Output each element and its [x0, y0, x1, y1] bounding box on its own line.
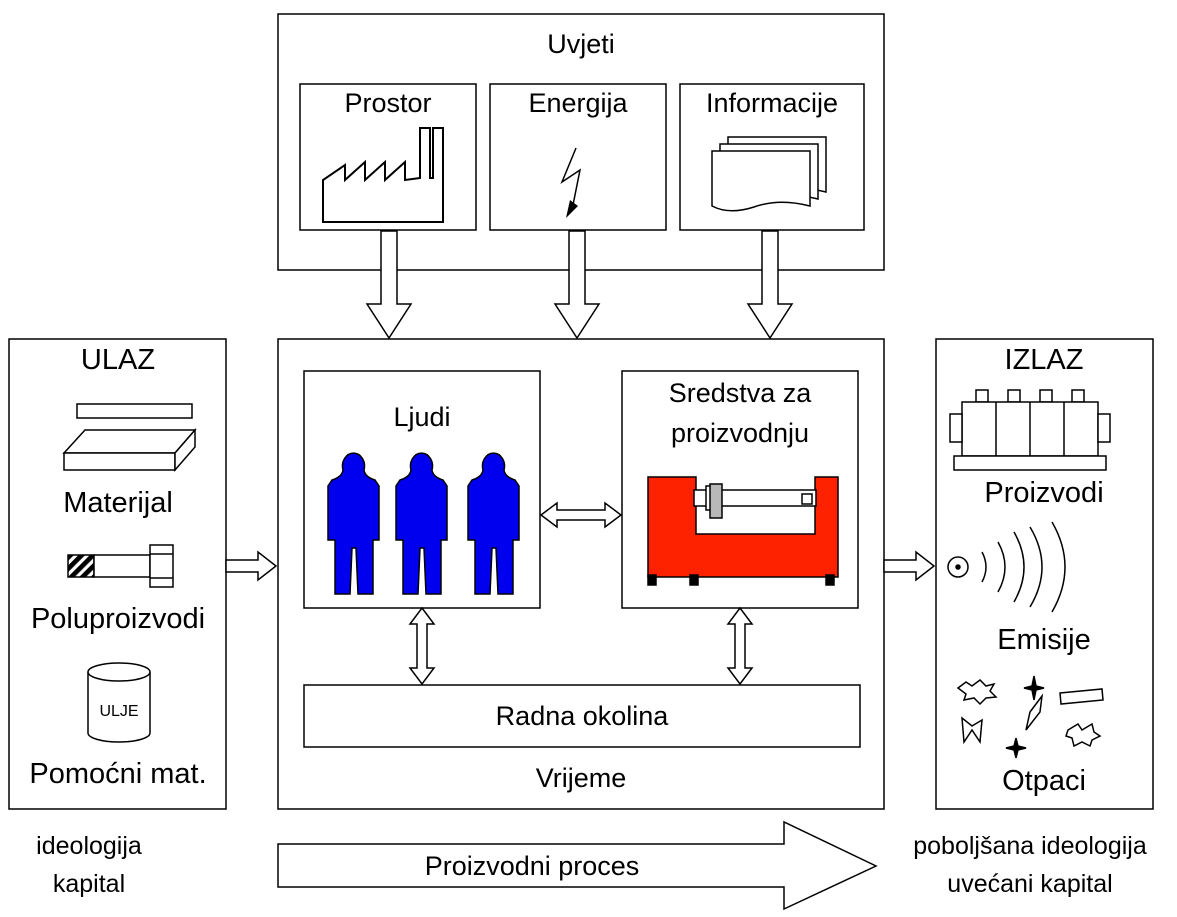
increased-capital-label: uvećani kapital: [947, 870, 1113, 898]
process-box: [277, 338, 885, 810]
production-means-label-line2: proizvodnju: [670, 418, 810, 448]
emission-waves-icon: [947, 521, 1066, 613]
process-double-arrows: [408, 501, 754, 686]
auxiliary-material-label: Pomoćni mat.: [29, 758, 207, 790]
time-label: Vrijeme: [535, 763, 627, 793]
output-title: IZLAZ: [1004, 344, 1084, 376]
oil-can-icon: [87, 662, 151, 743]
products-machine-icon: [949, 389, 1111, 471]
person-icon: [327, 452, 380, 595]
people-figures: [327, 452, 520, 595]
information-box: [679, 83, 865, 231]
person-icon: [467, 452, 520, 595]
improved-ideology-label: poboljšana ideologija: [913, 832, 1147, 860]
work-environment-box: [303, 684, 861, 748]
energy-box: [489, 83, 667, 231]
products-label: Proizvodi: [984, 477, 1104, 509]
semi-products-label: Poluproizvodi: [30, 603, 206, 635]
input-to-process-arrow: [225, 550, 278, 582]
semi-product-bolt-icon: [67, 544, 174, 588]
conditions-title: Uvjeti: [547, 29, 615, 59]
person-icon: [395, 452, 448, 595]
waste-debris-icon: [956, 675, 1104, 759]
lightning-icon: [560, 147, 582, 218]
capital-label: kapital: [52, 870, 126, 898]
factory-icon: [322, 127, 444, 223]
energy-down-arrow: [553, 230, 601, 340]
information-label: Informacije: [705, 88, 839, 118]
production-process-label: Proizvodni proces: [424, 851, 640, 881]
space-label: Prostor: [344, 88, 432, 118]
machine-icon: [647, 476, 839, 586]
input-box: [8, 338, 227, 810]
oil-can-label: ULJE: [99, 703, 139, 720]
emissions-label: Emisije: [997, 624, 1091, 656]
means-environment-arrow: [726, 606, 754, 686]
material-icon: [62, 403, 197, 473]
output-box: [935, 338, 1154, 810]
energy-label: Energija: [528, 88, 628, 118]
documents-icon: [711, 136, 827, 212]
material-label: Materijal: [63, 487, 173, 519]
production-means-label-line1: Sredstva za: [668, 378, 812, 408]
people-label: Ljudi: [393, 402, 451, 432]
input-title: ULAZ: [80, 344, 156, 376]
ideology-label: ideologija: [36, 832, 142, 860]
process-to-output-arrow: [883, 550, 936, 582]
production-process-arrow: [277, 820, 878, 911]
information-down-arrow: [746, 230, 794, 340]
work-environment-label: Radna okolina: [495, 701, 669, 731]
people-means-arrow: [539, 501, 623, 529]
people-environment-arrow: [408, 606, 436, 686]
space-down-arrow: [365, 230, 413, 340]
waste-label: Otpaci: [1002, 765, 1086, 797]
conditions-down-arrows: [365, 230, 794, 340]
space-box: [299, 83, 477, 231]
